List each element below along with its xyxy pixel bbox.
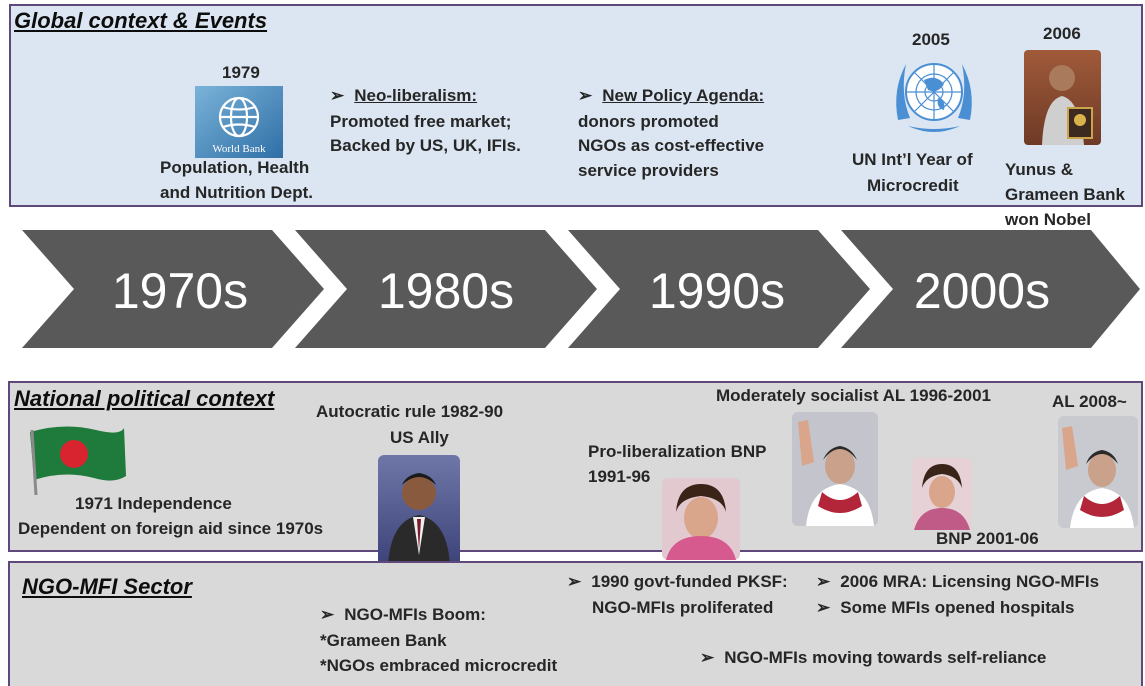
neoliberalism-line1: Promoted free market; <box>330 112 512 131</box>
un-emblem-icon <box>888 50 980 138</box>
chevron-1990s: 1990s <box>568 230 870 348</box>
global-context-heading: Global context & Events <box>14 8 268 33</box>
khaleda-zia-photo-1 <box>662 478 740 560</box>
khaleda-zia-photo-2 <box>912 458 972 530</box>
decade-label-1990s: 1990s <box>649 263 785 319</box>
chevron-1980s: 1980s <box>295 230 597 348</box>
neoliberalism-line2: Backed by US, UK, IFIs. <box>330 136 521 155</box>
neoliberalism-title: ➢Neo-liberalism: <box>330 84 477 108</box>
national-context-heading: National political context <box>14 386 275 411</box>
nobel-year: 2006 <box>1043 24 1081 43</box>
new-policy-agenda-line3: service providers <box>578 161 719 180</box>
self-reliance: ➢NGO-MFIs moving towards self-reliance <box>700 646 1046 670</box>
independence-line1: 1971 Independence <box>75 494 232 513</box>
independence-line2: Dependent on foreign aid since 1970s <box>18 519 324 538</box>
world-bank-logo: World Bank <box>195 86 283 158</box>
svg-text:World Bank: World Bank <box>212 143 266 155</box>
sheikh-hasina-photo-1 <box>792 412 878 526</box>
mfi-hospitals: ➢Some MFIs opened hospitals <box>816 596 1075 620</box>
ngo-boom-title: ➢NGO-MFIs Boom: <box>320 603 486 627</box>
decade-label-1970s: 1970s <box>112 263 248 319</box>
pksf-line1: ➢1990 govt-funded PKSF: <box>567 570 788 594</box>
decade-label-2000s: 2000s <box>914 263 1050 319</box>
autocratic-rule-line1: Autocratic rule 1982-90 <box>316 402 504 421</box>
world-bank-caption-line1: Population, Health <box>160 158 310 177</box>
mra-licensing: ➢2006 MRA: Licensing NGO-MFIs <box>816 570 1099 594</box>
yunus-photo <box>1024 50 1101 145</box>
chevron-2000s: 2000s <box>841 230 1140 348</box>
pksf-line2: NGO-MFIs proliferated <box>592 598 774 617</box>
world-bank-year: 1979 <box>222 63 260 82</box>
new-policy-agenda-line2: NGOs as cost-effective <box>578 136 765 155</box>
al-1996-label: Moderately socialist AL 1996-2001 <box>716 386 991 405</box>
un-caption-line2: Microcredit <box>867 176 959 195</box>
un-year: 2005 <box>912 30 950 49</box>
bnp-2001-label: BNP 2001-06 <box>936 529 1039 548</box>
ngo-mfi-heading: NGO-MFI Sector <box>22 574 192 599</box>
globe-icon <box>218 96 260 138</box>
ngo-boom-line1: *Grameen Bank <box>320 631 447 650</box>
arrow-bullet-icon: ➢ <box>567 572 582 591</box>
nobel-caption-line2: Grameen Bank <box>1005 185 1125 204</box>
world-bank-caption-line2: and Nutrition Dept. <box>160 183 313 202</box>
decade-label-1980s: 1980s <box>378 263 514 319</box>
autocratic-rule-line2: US Ally <box>390 428 449 447</box>
arrow-bullet-icon: ➢ <box>700 648 715 667</box>
bnp-1991-line1: Pro-liberalization BNP <box>588 442 767 461</box>
arrow-bullet-icon: ➢ <box>816 598 831 617</box>
nobel-caption-line3: won Nobel <box>1005 210 1091 229</box>
arrow-bullet-icon: ➢ <box>330 86 345 105</box>
bangladesh-flag-icon <box>24 420 129 496</box>
nobel-caption-line1: Yunus & <box>1005 160 1074 179</box>
arrow-bullet-icon: ➢ <box>578 86 593 105</box>
al-2008-label: AL 2008~ <box>1052 392 1127 411</box>
new-policy-agenda-title: ➢New Policy Agenda: <box>578 84 764 108</box>
arrow-bullet-icon: ➢ <box>816 572 831 591</box>
ershad-photo <box>378 455 460 567</box>
sheikh-hasina-photo-2 <box>1058 416 1138 528</box>
decade-timeline: 1970s 1980s 1990s 2000s <box>22 230 1140 348</box>
ngo-mfi-panel <box>8 561 1143 686</box>
new-policy-agenda-line1: donors promoted <box>578 112 719 131</box>
bnp-1991-line2: 1991-96 <box>588 467 651 486</box>
un-caption-line1: UN Int’l Year of <box>852 150 973 169</box>
ngo-boom-line2: *NGOs embraced microcredit <box>320 656 558 675</box>
arrow-bullet-icon: ➢ <box>320 605 335 624</box>
chevron-1970s: 1970s <box>22 230 324 348</box>
